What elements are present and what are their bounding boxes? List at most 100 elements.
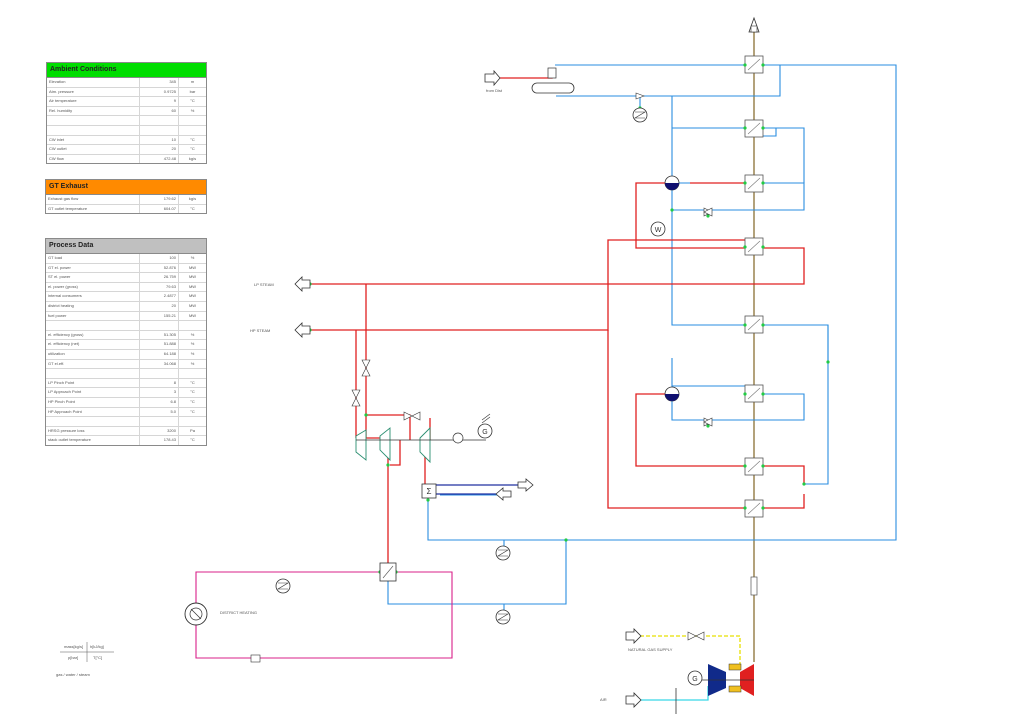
panel-row-label: internal consumers bbox=[46, 292, 140, 301]
hp-steam-arrow bbox=[294, 322, 311, 338]
district-heat-exchanger bbox=[379, 562, 397, 582]
panel-row-label: CW inlet bbox=[47, 135, 140, 145]
steam-turbines bbox=[355, 426, 431, 464]
panel-row-unit: % bbox=[190, 107, 195, 113]
panel-row-value bbox=[140, 321, 179, 330]
panel-row-value bbox=[140, 116, 179, 125]
dh-pump bbox=[275, 578, 291, 594]
panel-row-label: Exhaust gas flow bbox=[46, 195, 140, 204]
from-source-arrow bbox=[484, 69, 501, 87]
panel-row bbox=[46, 417, 206, 427]
process-data-title: Process Data bbox=[46, 239, 206, 254]
panel-row-label: HP Pinch Point bbox=[46, 397, 140, 407]
panel-row-value: 100 bbox=[140, 254, 179, 263]
panel-row-label bbox=[47, 125, 140, 135]
lp-steam-arrow bbox=[294, 276, 311, 292]
legend-mass: mass[kg/s] bbox=[64, 644, 83, 649]
panel-row-label bbox=[46, 417, 140, 426]
panel-row-label: utilization bbox=[46, 349, 140, 359]
feedwater-pump bbox=[632, 107, 648, 123]
panel-row-value: 3200 bbox=[140, 426, 179, 436]
panel-row bbox=[46, 321, 206, 331]
pumps: W bbox=[275, 107, 666, 625]
generator-st: G bbox=[452, 413, 493, 444]
panel-row-unit: m bbox=[190, 79, 195, 84]
panel-row-label bbox=[47, 116, 140, 125]
feedwater-tank bbox=[531, 67, 575, 94]
lp-superheater bbox=[744, 315, 764, 334]
panel-row-label: Air temperature bbox=[47, 97, 140, 106]
panel-row-value: 6.8 bbox=[140, 397, 179, 407]
panel-row-unit: °C bbox=[190, 437, 195, 443]
natural-gas-arrow bbox=[625, 628, 642, 644]
dh-return-valve bbox=[250, 654, 261, 663]
steam-lines bbox=[310, 72, 805, 565]
panel-row bbox=[47, 116, 206, 126]
panel-row-value: 5.0 bbox=[140, 407, 179, 417]
lp-drum bbox=[664, 386, 680, 402]
natural-gas-supply-label: NATURAL GAS SUPPLY bbox=[628, 647, 673, 652]
gas-turbine: G bbox=[675, 663, 754, 714]
district-heating-loop bbox=[195, 571, 453, 659]
panel-row-value bbox=[140, 125, 179, 135]
panel-row-unit: % bbox=[190, 341, 195, 347]
legend-temperature: T[°C] bbox=[93, 655, 102, 660]
panel-row-value: 0.9725 bbox=[140, 87, 179, 97]
panel-row-unit: % bbox=[190, 350, 195, 356]
panel-row-unit: °C bbox=[190, 146, 195, 152]
panel-row-label: CW outlet bbox=[47, 145, 140, 154]
water-lines bbox=[387, 64, 897, 610]
legend-enthalpy: h[kJ/kg] bbox=[90, 644, 104, 649]
fuel-line bbox=[640, 635, 741, 664]
panel-row-unit: MW bbox=[188, 264, 197, 270]
hp-economizer-2 bbox=[744, 237, 764, 256]
fuel-valve bbox=[687, 631, 705, 641]
panel-row-value: 20 bbox=[140, 145, 179, 154]
panel-row-value bbox=[140, 417, 179, 426]
panel-row-value: 155.21 bbox=[140, 311, 179, 321]
control-valves bbox=[635, 92, 713, 427]
panel-row bbox=[46, 369, 206, 379]
panel-row-unit: % bbox=[190, 255, 195, 260]
lp-turbine bbox=[419, 426, 431, 464]
panel-row-value: 179.62 bbox=[140, 195, 179, 204]
legend: mass[kg/s] h[kJ/kg] p[bar] T[°C] gas / w… bbox=[56, 642, 114, 677]
panel-row-value: 9 bbox=[140, 97, 179, 106]
legend-pressure: p[bar] bbox=[68, 655, 78, 660]
panel-row-unit: MW bbox=[188, 293, 197, 299]
panel-row-label: fuel power bbox=[46, 311, 140, 321]
flue-gas-duct-element bbox=[750, 576, 758, 596]
panel-row-label: Elevation bbox=[47, 78, 140, 87]
panel-row-value: 60 bbox=[140, 106, 179, 116]
svg-text:Σ: Σ bbox=[427, 487, 432, 496]
panel-row-value: 345 bbox=[140, 78, 179, 87]
panel-row-label: GT el.eff. bbox=[46, 359, 140, 369]
lp-evaporator bbox=[744, 384, 764, 403]
hp-superheater bbox=[744, 55, 764, 74]
panel-row: el. efficiency (net)51.888% bbox=[46, 340, 206, 350]
panel-row-value: 604.07 bbox=[140, 204, 179, 214]
panel-row-unit: °C bbox=[190, 379, 195, 385]
cooling-water-link bbox=[436, 484, 518, 495]
panel-row-unit: °C bbox=[190, 398, 195, 404]
panel-row-unit: °C bbox=[190, 408, 195, 414]
panel-row-label: el. power (gross) bbox=[46, 282, 140, 292]
panel-row-label: GT load bbox=[46, 254, 140, 263]
gt-combustor bbox=[728, 663, 742, 671]
cw-outlet-arrow bbox=[517, 478, 534, 492]
